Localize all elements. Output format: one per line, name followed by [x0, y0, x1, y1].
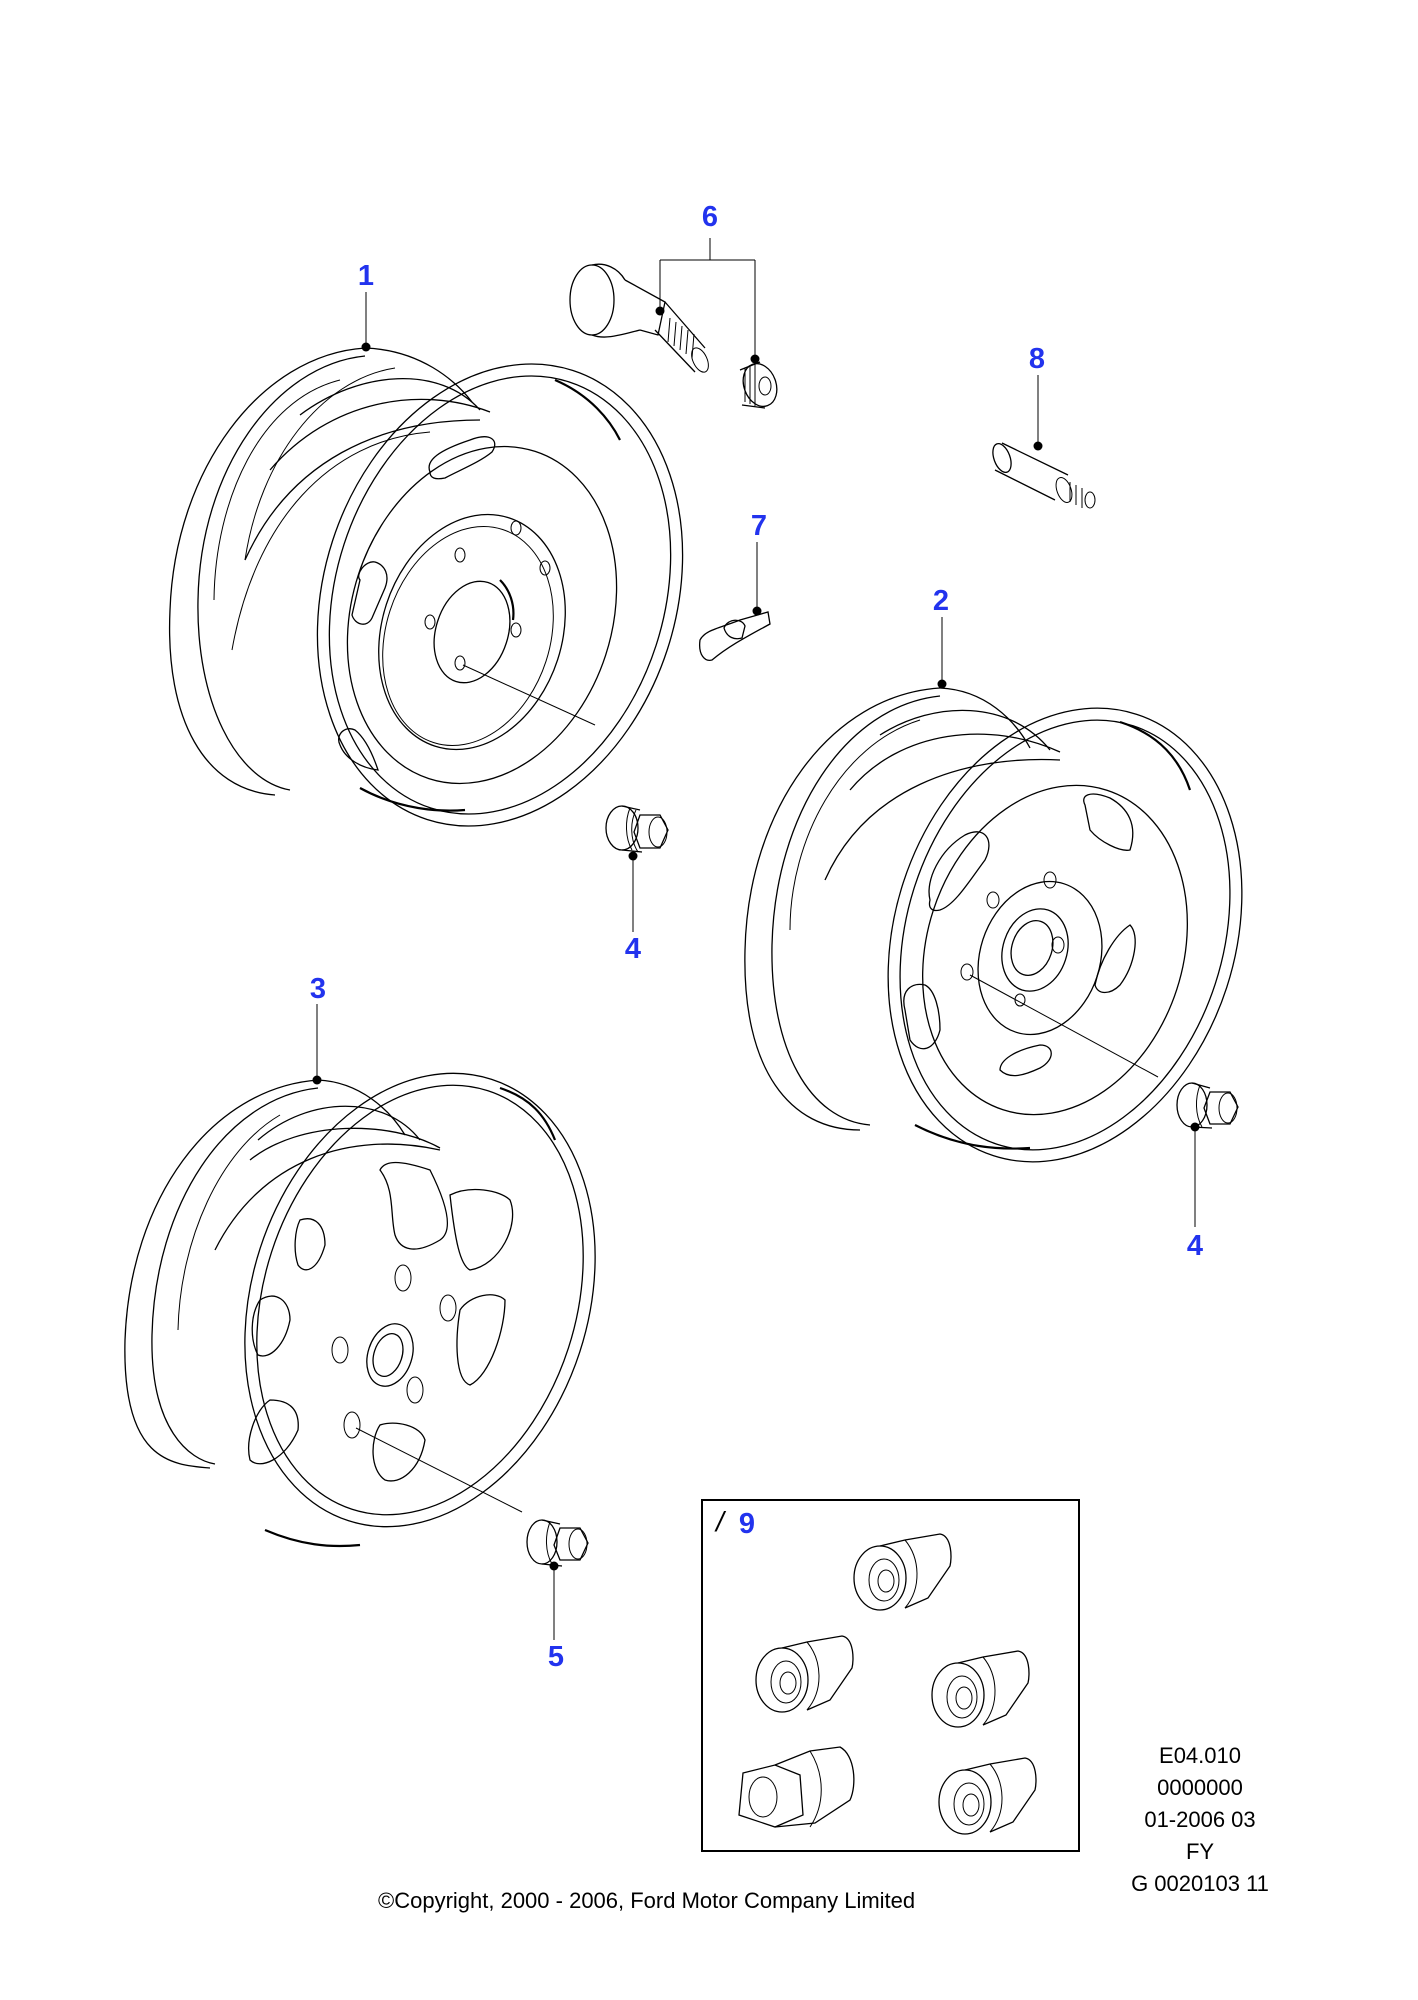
- locking-nut: [853, 1533, 952, 1611]
- balance-weight-7-drawing: [699, 611, 771, 661]
- valve-stem-8-drawing: [992, 442, 1096, 509]
- locking-nut: [755, 1635, 854, 1713]
- callout-9: 9: [738, 1508, 756, 1540]
- wheel-nut-4b-drawing: [1176, 1082, 1239, 1129]
- alloy-wheel-nut-5-drawing: [526, 1519, 589, 1567]
- kit-marker: /: [716, 1506, 724, 1537]
- copyright-footer: ©Copyright, 2000 - 2006, Ford Motor Comp…: [378, 1888, 916, 1913]
- reference-line: 0000000: [1157, 1775, 1243, 1800]
- wheel-2-drawing: [744, 687, 1243, 1163]
- reference-line: G 0020103 11: [1131, 1871, 1269, 1896]
- reference-block: E04.010 0000000 01-2006 03 FY G 0020103 …: [1120, 1740, 1280, 1900]
- callout-4b: 4: [1186, 1230, 1204, 1262]
- locking-nut-kit-drawing: [738, 1533, 1037, 1835]
- locking-nut: [931, 1650, 1030, 1728]
- callout-6: 6: [701, 201, 719, 233]
- wheel-3-drawing: [124, 1072, 596, 1548]
- wheel-nut-4a-drawing: [605, 805, 669, 853]
- callout-1: 1: [357, 260, 375, 292]
- callout-2: 2: [932, 585, 950, 617]
- reference-line: E04.010: [1159, 1743, 1241, 1768]
- reference-line: 01-2006 03: [1144, 1807, 1256, 1832]
- callout-8: 8: [1028, 343, 1046, 375]
- callout-4a: 4: [624, 933, 642, 965]
- callout-7: 7: [750, 510, 768, 542]
- leader-lines: [312, 238, 1200, 1640]
- callout-5: 5: [547, 1641, 565, 1673]
- locking-nut-kit-box: [701, 1499, 1080, 1852]
- callout-3: 3: [309, 973, 327, 1005]
- reference-line: FY: [1185, 1839, 1215, 1864]
- locking-nut-key: [738, 1746, 855, 1828]
- wheel-stud-6-drawing: [569, 263, 778, 409]
- locking-nut: [938, 1757, 1037, 1835]
- wheel-1-drawing: [168, 347, 684, 827]
